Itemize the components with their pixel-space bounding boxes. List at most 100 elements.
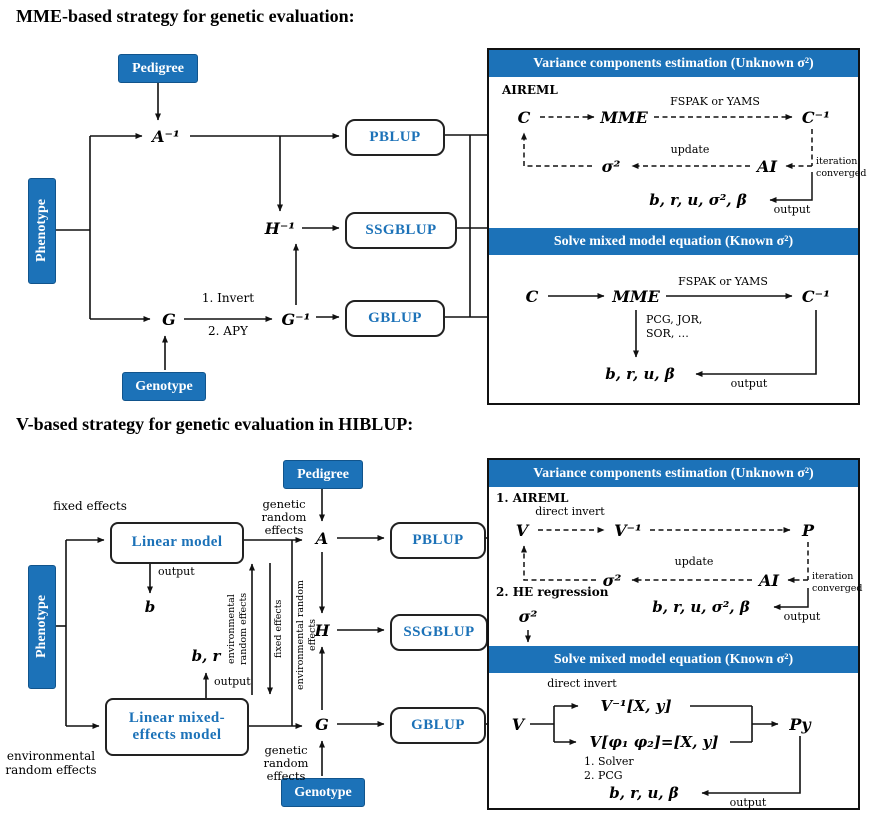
g-matrix-label: G: [162, 309, 176, 329]
top-pedigree-label: Pedigree: [132, 60, 184, 76]
top-pblup-box: PBLUP: [345, 119, 445, 156]
br-estimate-label: b, r: [191, 647, 221, 665]
aireml-label: AIREML: [502, 83, 558, 97]
v-matrix-label: V: [515, 520, 529, 540]
genetic-random-effects-label-top: genetic random effects: [261, 497, 307, 538]
solve-c-label: C: [525, 286, 539, 306]
mixed-model-label-line1: Linear mixed-: [128, 709, 226, 726]
invert-step2-label: 2. APY: [208, 324, 248, 338]
top-genotype-label: Genotype: [135, 378, 193, 394]
env-random-effects-rotated-left: environmental random effects: [226, 592, 249, 666]
bottom-vce-connectors: [521, 527, 809, 643]
genetic-random-effects-label-bottom: genetic random effects: [263, 743, 309, 784]
solve-mme-label: MME: [612, 286, 660, 306]
top-phenotype-box: Phenotype: [28, 178, 56, 284]
vce2-sigma-label: σ²: [602, 570, 622, 590]
bottom-pblup-box: PBLUP: [390, 522, 486, 559]
p-matrix-label: P: [801, 520, 815, 540]
solve2-result-label: b, r, u, β: [609, 784, 679, 802]
solve2-output-label: output: [729, 796, 767, 809]
g-inverse-label: G⁻¹: [281, 309, 311, 329]
top-ssgblup-label: SSGBLUP: [365, 221, 437, 238]
a-matrix-label: A: [315, 528, 329, 548]
solve-fspak-label: FSPAK or YAMS: [678, 275, 768, 288]
solve-pcg-line1: PCG, JOR,: [646, 313, 703, 326]
top-gblup-box: GBLUP: [345, 300, 445, 337]
top-vce-connectors: [521, 114, 813, 203]
he-sigma-label: σ²: [518, 606, 538, 626]
bottom-genotype-box: Genotype: [281, 778, 365, 807]
h-inverse-label: H⁻¹: [264, 218, 296, 238]
solve2-eq-top-label: V⁻¹[X, y]: [600, 697, 672, 715]
bottom-right-panel: [487, 458, 860, 810]
he-regression-label: 2. HE regression: [496, 585, 609, 599]
aireml-method-label: 1. AIREML: [496, 491, 569, 505]
linear-model-box: Linear model: [110, 522, 244, 564]
py-label: Py: [789, 714, 811, 734]
mixed-model-box: Linear mixed- effects model: [105, 698, 249, 756]
vce-c-label: C: [517, 107, 531, 127]
env-random-effects-rotated-right: environmental random effects: [295, 580, 318, 690]
vce2-iteration-line2: converged: [812, 583, 863, 594]
top-solve-header: Solve mixed model equation (Known σ²): [489, 228, 858, 255]
solve-c-inverse-label: C⁻¹: [801, 286, 831, 306]
top-genotype-box: Genotype: [122, 372, 206, 401]
bottom-flow-connectors: [54, 489, 487, 776]
bottom-phenotype-label: Phenotype: [34, 595, 49, 659]
top-ssgblup-box: SSGBLUP: [345, 212, 457, 249]
vce-update-label: update: [670, 143, 710, 156]
bottom-ssgblup-box: SSGBLUP: [390, 614, 488, 651]
vce-mme-label: MME: [600, 107, 648, 127]
top-right-panel: [487, 48, 860, 405]
solve2-v-label: V: [511, 714, 525, 734]
b-estimate-label: b: [144, 598, 156, 616]
bottom-gblup-box: GBLUP: [390, 707, 486, 744]
bottom-ssgblup-label: SSGBLUP: [403, 623, 475, 640]
linear-model-label: Linear model: [131, 534, 223, 551]
bottom-genotype-label: Genotype: [294, 784, 352, 800]
vce-c-inverse-label: C⁻¹: [801, 107, 831, 127]
vce-ai-label: AI: [757, 156, 777, 176]
vce2-ai-label: AI: [759, 570, 779, 590]
top-pblup-label: PBLUP: [369, 128, 421, 145]
bottom-phenotype-box: Phenotype: [28, 565, 56, 689]
h-matrix-label: H: [314, 620, 330, 640]
bottom-gblup-label: GBLUP: [411, 716, 465, 733]
vce-iteration-line2: converged: [816, 168, 867, 179]
solve-result-label: b, r, u, β: [605, 365, 675, 383]
solver-option1-label: 1. Solver: [584, 755, 634, 768]
bottom-pedigree-box: Pedigree: [283, 460, 363, 489]
vce2-update-label: update: [674, 555, 714, 568]
fixed-effects-rotated: fixed effects: [273, 599, 284, 659]
bottom-pblup-label: PBLUP: [412, 531, 464, 548]
solver-option2-label: 2. PCG: [584, 769, 623, 782]
top-flow-connectors: [54, 81, 487, 370]
solve-pcg-line2: SOR, …: [646, 327, 689, 340]
solve-output-label: output: [730, 377, 768, 390]
bottom-solve-connectors: [530, 703, 801, 796]
top-title: MME-based strategy for genetic evaluatio…: [16, 6, 355, 26]
top-gblup-label: GBLUP: [368, 309, 422, 326]
v-inverse-label: V⁻¹: [614, 520, 642, 540]
vce-output-label: output: [773, 203, 811, 216]
vce2-output-label: output: [783, 610, 821, 623]
env-random-effects-label-bottom-left: environmental random effects: [5, 749, 97, 777]
top-solve-connectors: [548, 293, 817, 377]
vce-result-label: b, r, u, σ², β: [649, 191, 747, 209]
bottom-pedigree-label: Pedigree: [297, 466, 349, 482]
top-phenotype-label: Phenotype: [34, 199, 49, 263]
mixed-model-label-line2: effects model: [132, 727, 222, 743]
vce2-iteration-line1: iteration: [812, 571, 854, 582]
top-vce-header: Variance components estimation (Unknown …: [489, 50, 858, 77]
g-matrix-label-bottom: G: [315, 714, 329, 734]
bottom-solve-header: Solve mixed model equation (Known σ²): [489, 646, 858, 673]
invert-step1-label: 1. Invert: [201, 291, 255, 305]
direct-invert-label-solve: direct invert: [547, 677, 617, 690]
top-pedigree-box: Pedigree: [118, 54, 198, 83]
a-inverse-label: A⁻¹: [152, 126, 180, 146]
vce2-result-label: b, r, u, σ², β: [652, 598, 750, 616]
bottom-vce-header: Variance components estimation (Unknown …: [489, 460, 858, 487]
solve2-eq-bottom-label: V[φ₁ φ₂]=[X, y]: [589, 733, 719, 751]
